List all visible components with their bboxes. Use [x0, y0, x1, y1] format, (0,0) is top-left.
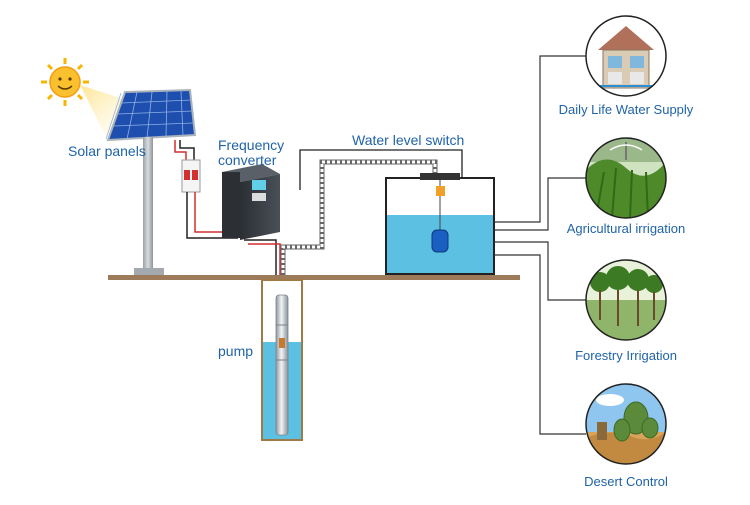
application-label-agricultural: Agricultural irrigation	[566, 221, 686, 236]
daily-life-water-supply-icon	[585, 15, 667, 97]
water-pipe	[280, 159, 438, 298]
forestry-irrigation-icon	[585, 259, 667, 341]
float-switch-icon	[431, 180, 449, 253]
submersible-pump-icon	[275, 294, 289, 436]
desert-control-icon	[585, 383, 667, 465]
distribution-lines	[494, 55, 586, 435]
agricultural-irrigation-icon	[585, 137, 667, 219]
application-label-daily-life: Daily Life Water Supply	[558, 102, 694, 117]
panel-pole	[134, 137, 164, 276]
application-label-forestry: Forestry Irrigation	[575, 348, 677, 363]
ground-line	[108, 275, 520, 280]
dc-breaker-icon	[181, 159, 201, 193]
frequency-converter-icon	[222, 164, 280, 240]
panel-wires	[174, 140, 195, 160]
solar-panels-label: Solar panels	[68, 143, 146, 159]
frequency-converter-label: Frequency converter	[218, 137, 285, 168]
solar-panel-icon	[105, 88, 197, 142]
pump-label: pump	[218, 343, 254, 359]
switch-wire	[299, 149, 463, 190]
application-label-desert: Desert Control	[584, 474, 668, 489]
water-level-switch-label: Water level switch	[352, 132, 465, 148]
